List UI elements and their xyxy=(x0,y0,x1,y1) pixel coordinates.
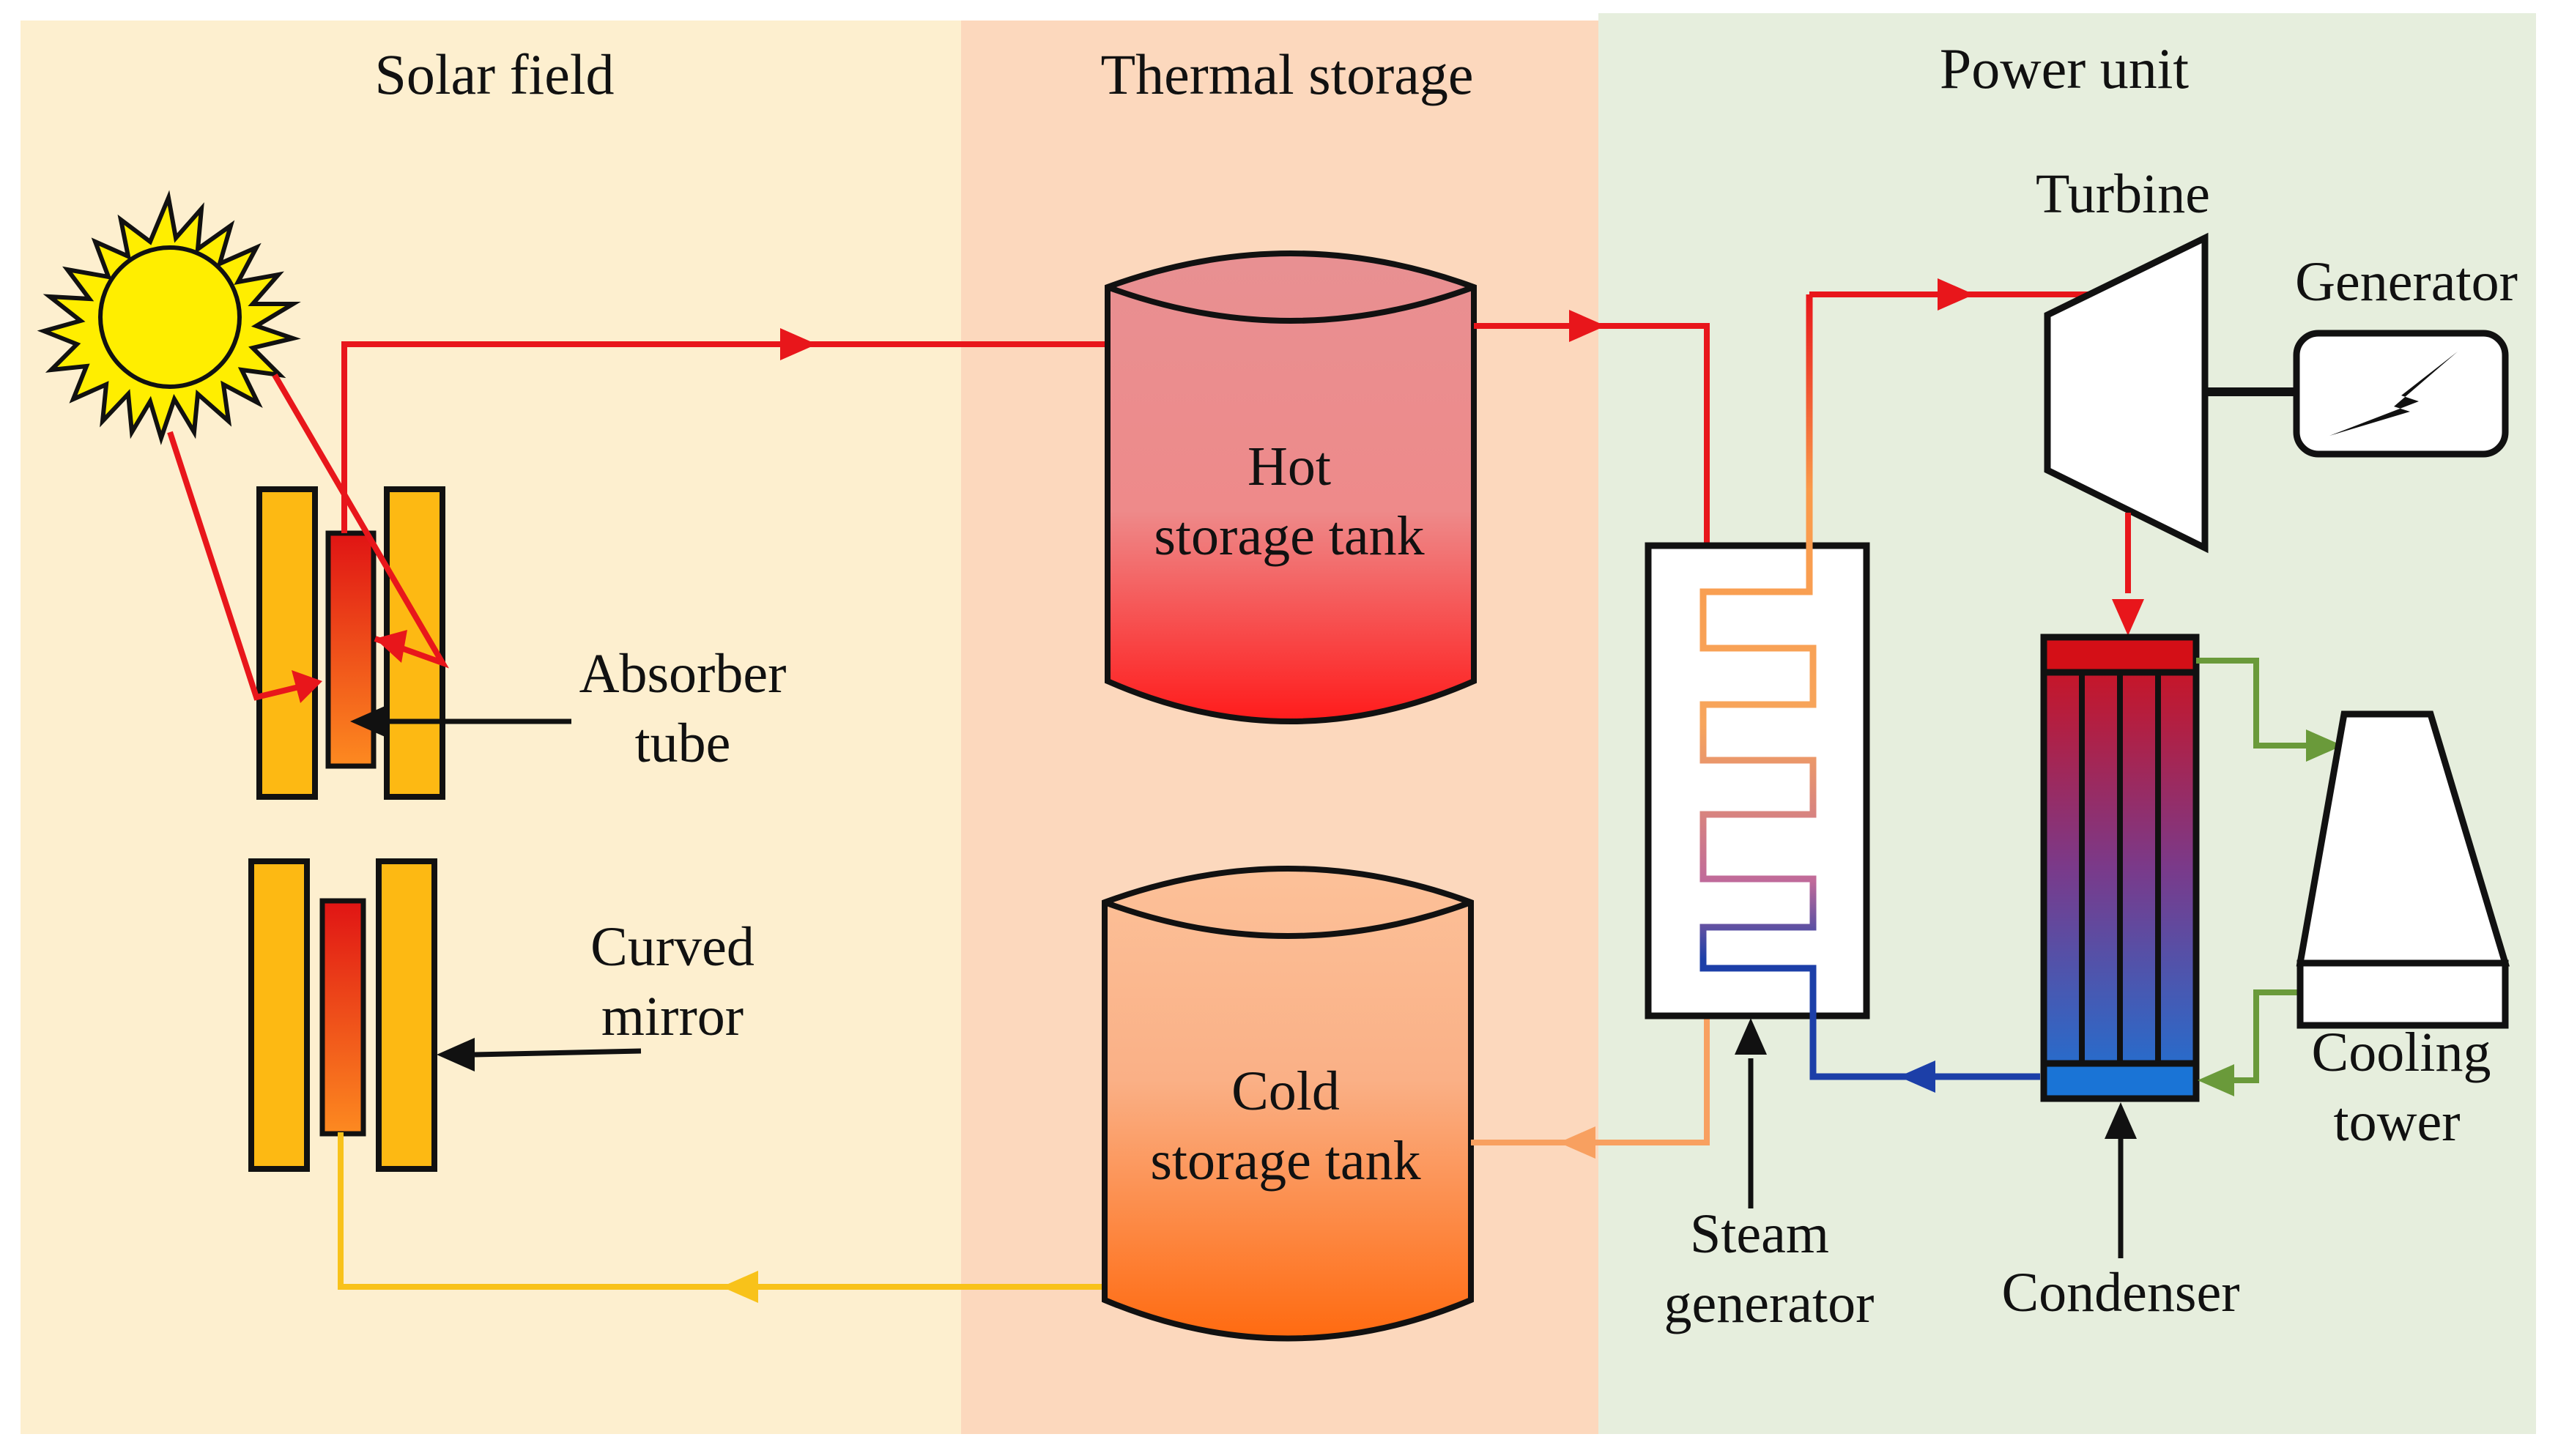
label-cold-tank-2: storage tank xyxy=(1150,1130,1420,1192)
label-steam-generator-2: generator xyxy=(1664,1273,1875,1334)
label-absorber-tube-2: tube xyxy=(635,713,731,774)
label-hot-tank-2: storage tank xyxy=(1154,505,1424,567)
steam-generator-pointer-arrow xyxy=(1735,1018,1767,1055)
steam-line-arrow xyxy=(1938,278,1974,311)
label-generator: Generator xyxy=(2295,251,2518,313)
hot-storage-tank xyxy=(1105,250,1477,724)
label-steam-generator-1: Steam xyxy=(1690,1203,1829,1265)
label-hot-tank-1: Hot xyxy=(1248,436,1331,497)
mirror-upper-left xyxy=(256,486,318,800)
warm-line-arrow xyxy=(1559,1126,1595,1159)
steam-generator xyxy=(1645,542,1870,1019)
generator xyxy=(2293,330,2509,458)
ray-arrow-2 xyxy=(375,630,407,663)
cooling-line-to-tower xyxy=(2196,658,2306,749)
label-cooling-tower-2: tower xyxy=(2333,1091,2460,1153)
label-cold-tank-1: Cold xyxy=(1231,1061,1340,1122)
hot-line-arrow-2 xyxy=(1569,310,1606,342)
mirror-pointer-arrow xyxy=(437,1038,475,1071)
hot-line-solar-to-tank xyxy=(341,341,1110,533)
cooling-line-from-tower xyxy=(2233,989,2300,1083)
condenser xyxy=(2040,634,2200,1102)
label-absorber-tube-1: Absorber xyxy=(579,643,787,705)
condenser-pointer-arrow xyxy=(2105,1102,2137,1139)
turbine xyxy=(2044,232,2209,554)
section-title-thermal-storage: Thermal storage xyxy=(1101,42,1474,106)
label-curved-mirror-1: Curved xyxy=(590,916,755,978)
section-title-solar-field: Solar field xyxy=(374,42,614,106)
absorber-tube-upper xyxy=(325,530,377,769)
mirror-lower-right xyxy=(376,858,437,1172)
absorber-tube-lower xyxy=(319,898,366,1137)
cold-line-arrow xyxy=(722,1271,758,1303)
hot-line-tank-to-steam-gen xyxy=(1474,323,1710,546)
ray-arrow-1 xyxy=(292,670,322,703)
cooling-line-arrow-out xyxy=(2198,1064,2234,1096)
label-curved-mirror-2: mirror xyxy=(601,986,744,1047)
absorber-pointer-arrow xyxy=(350,705,388,738)
cooling-line-arrow-in xyxy=(2306,729,2343,762)
turbine-to-condenser-arrow xyxy=(2112,599,2144,636)
cooling-tower xyxy=(2296,710,2510,1029)
label-turbine: Turbine xyxy=(2036,163,2210,225)
cold-line-tank-to-solar xyxy=(338,1132,1106,1290)
label-condenser: Condenser xyxy=(2001,1262,2239,1323)
hot-line-arrow-1 xyxy=(780,328,817,360)
mirror-pointer-line xyxy=(474,1048,642,1058)
mirror-lower-left xyxy=(248,858,310,1172)
section-title-power-unit: Power unit xyxy=(1940,37,2189,100)
label-cooling-tower-1: Cooling xyxy=(2312,1022,2491,1083)
blue-line-arrow xyxy=(1899,1061,1935,1093)
sun-icon xyxy=(37,190,301,445)
steam-generator-coil xyxy=(1699,294,2040,1080)
warm-line-steam-gen-to-tank xyxy=(1471,1017,1710,1145)
cold-storage-tank xyxy=(1102,866,1474,1342)
